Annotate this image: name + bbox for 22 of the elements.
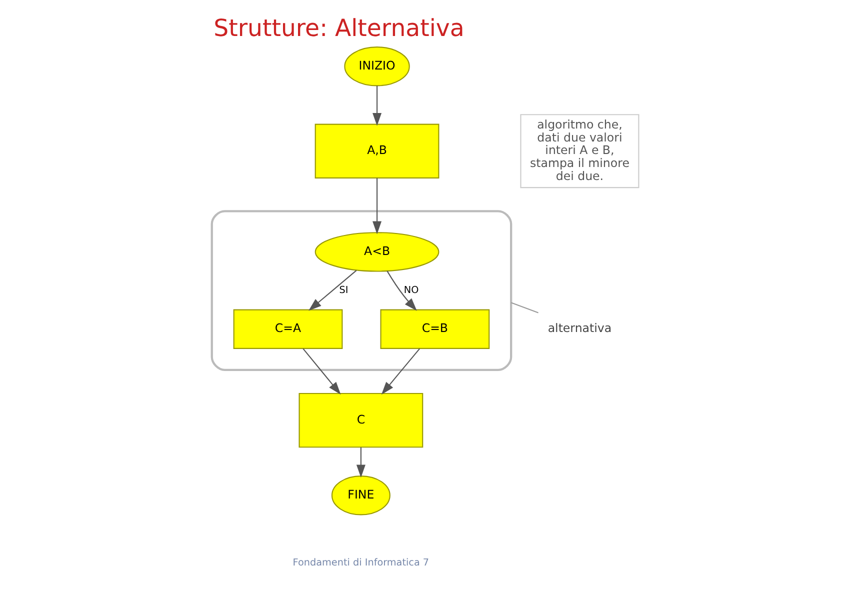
- node-ellipse: INIZIO: [344, 46, 410, 86]
- arrow: [302, 348, 341, 395]
- connector: [510, 302, 538, 314]
- edge-label: SI: [339, 284, 348, 296]
- label: Fondamenti di Informatica 7: [292, 557, 430, 568]
- arrow: [386, 270, 417, 311]
- node-ellipse: A<B: [314, 232, 440, 272]
- arrow: [381, 348, 420, 395]
- node-box: A,B: [314, 124, 440, 178]
- arrow: [372, 86, 382, 126]
- arrow: [308, 270, 357, 311]
- node-box: C=A: [233, 309, 343, 349]
- node-box: C=B: [380, 309, 490, 349]
- edge-label: NO: [404, 284, 419, 296]
- node-text: alternativa: [548, 321, 612, 336]
- node-box: algoritmo che, dati due valori interi A e B, stampa il minore dei due.: [520, 114, 640, 188]
- arrow: [356, 447, 366, 478]
- node-ellipse: FINE: [331, 476, 390, 516]
- diagram-title: Strutture: Alternativa: [214, 14, 464, 42]
- node-box: C: [298, 392, 424, 448]
- cluster: [210, 210, 512, 371]
- arrow: [372, 178, 382, 234]
